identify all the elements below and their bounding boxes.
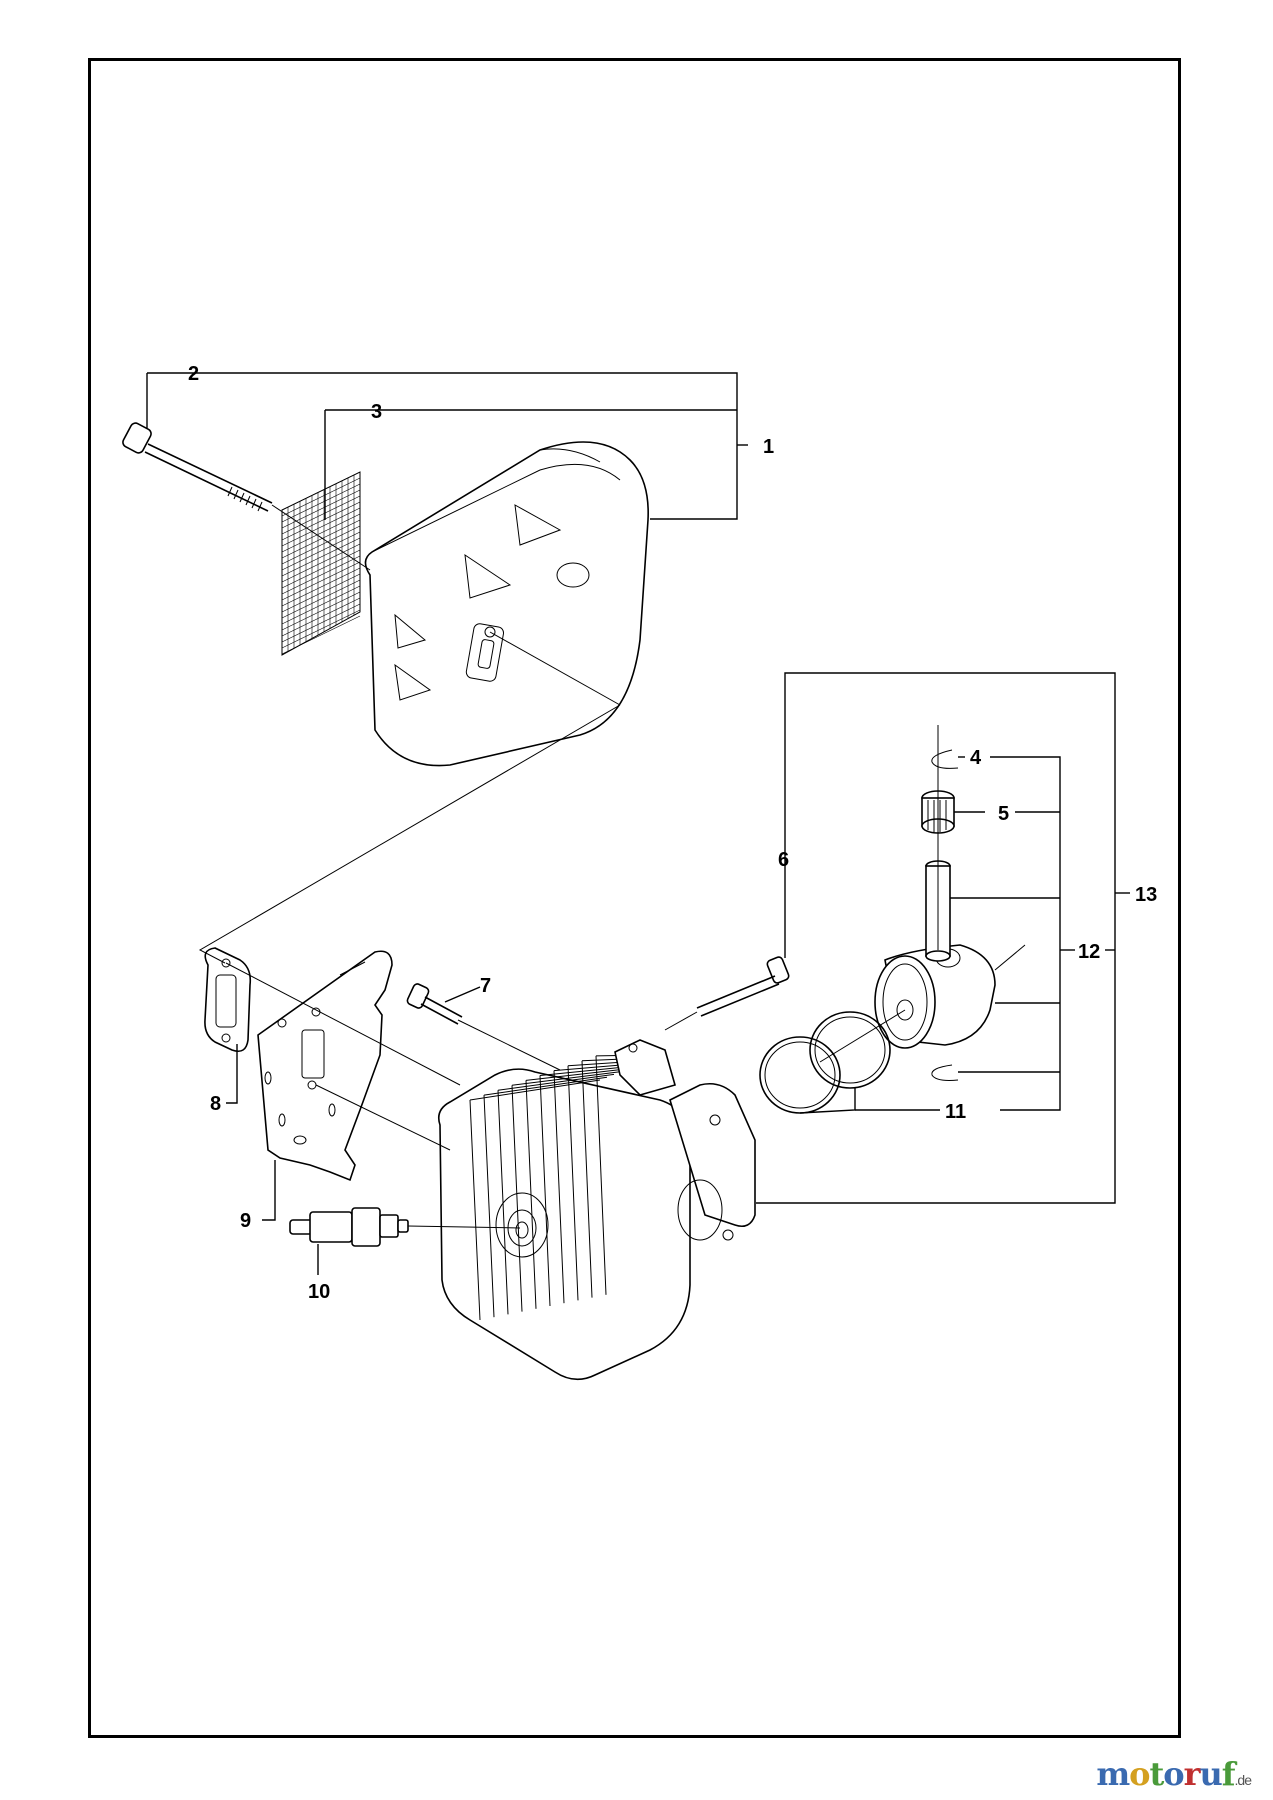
callout-5: 5	[998, 803, 1009, 825]
piston-rings	[759, 1011, 891, 1114]
cylinder	[437, 1039, 756, 1381]
callout-labels: 1 2 3 4 5 6 7 8 9 10 11 12 13	[188, 363, 1157, 1303]
callout-4: 4	[970, 747, 982, 769]
brand-letter: f	[1221, 1755, 1236, 1793]
cylinder-screw	[406, 983, 463, 1025]
callout-9: 9	[240, 1210, 251, 1232]
heat-shield-plate	[257, 950, 393, 1182]
brand-letter: t	[1149, 1755, 1165, 1793]
brand-logo: motoruf.de	[1096, 1755, 1252, 1793]
muffler-gasket	[204, 947, 252, 1053]
piston	[874, 944, 1026, 1049]
brand-letter: u	[1199, 1755, 1223, 1793]
brand-letter: r	[1183, 1755, 1201, 1793]
callout-13: 13	[1135, 884, 1157, 906]
diagram-frame	[88, 58, 1181, 1738]
callout-1: 1	[763, 436, 774, 458]
callout-12: 12	[1078, 941, 1100, 963]
leader-lines	[146, 372, 1130, 1275]
spark-arrestor-screen	[281, 471, 361, 656]
muffler-bolt	[122, 422, 273, 512]
callout-8: 8	[210, 1093, 221, 1115]
callout-11: 11	[945, 1101, 966, 1123]
spark-plug	[289, 1207, 409, 1247]
brand-letter: o	[1163, 1755, 1184, 1793]
crankcase-bolt	[696, 956, 790, 1017]
brand-suffix: .de	[1234, 1772, 1252, 1788]
muffler	[364, 441, 649, 767]
callout-7: 7	[480, 975, 491, 997]
brand-letter: m	[1096, 1755, 1130, 1793]
callout-10: 10	[308, 1281, 330, 1303]
callout-2: 2	[188, 363, 199, 385]
callout-6: 6	[778, 849, 789, 871]
callout-3: 3	[371, 401, 382, 423]
piston-pin-circlip	[931, 749, 959, 1081]
brand-letter: o	[1129, 1755, 1150, 1793]
